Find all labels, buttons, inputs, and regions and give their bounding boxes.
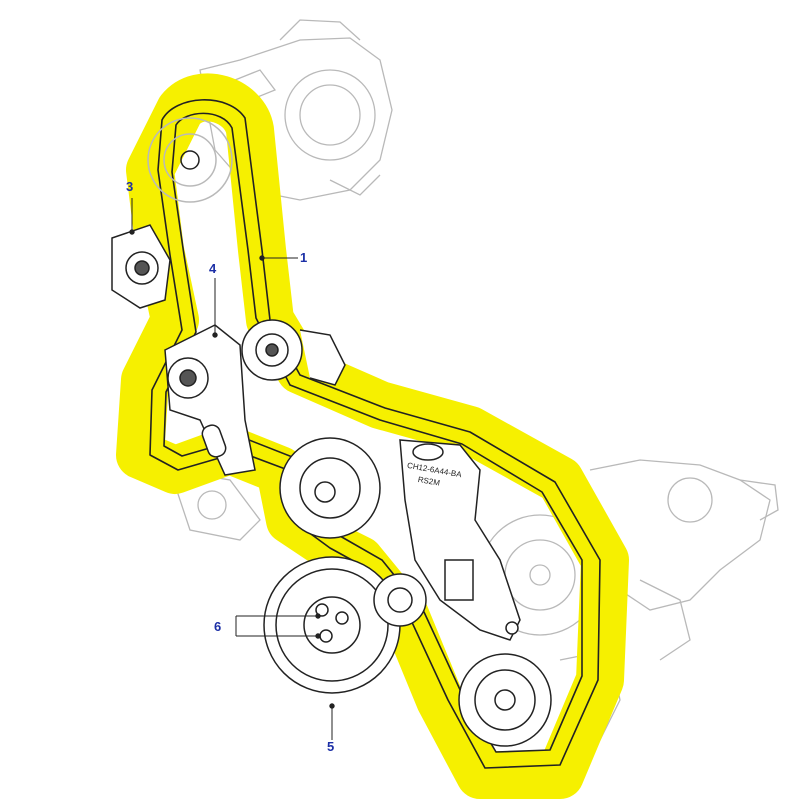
idler-pulley-3 xyxy=(111,224,171,309)
leader-3-dot xyxy=(129,229,135,235)
leader-5-dot xyxy=(329,703,335,709)
callout-5: 5 xyxy=(327,739,335,754)
leader-1-dot xyxy=(259,255,265,261)
mounting-bracket xyxy=(399,439,521,641)
belt-highlight xyxy=(116,73,629,799)
drive-belt xyxy=(149,99,601,769)
leader-6a-dot xyxy=(315,613,321,619)
idler-pulley-upper xyxy=(241,319,346,386)
crankshaft-pulley-5 xyxy=(263,556,401,694)
power-steering-pulley xyxy=(458,653,552,747)
alternator-pulley xyxy=(279,437,381,539)
ac-compressor-pulley xyxy=(147,117,233,203)
callout-1: 1 xyxy=(300,250,308,265)
leader-4-dot xyxy=(212,332,218,338)
callout-6: 6 xyxy=(214,619,222,634)
leader-6b-dot xyxy=(315,633,321,639)
callout-leaders xyxy=(129,198,335,740)
callout-3: 3 xyxy=(126,179,134,194)
lower-idler-pulley xyxy=(373,573,427,627)
callout-4: 4 xyxy=(209,261,217,276)
bracket-stamp-line2: RS2M xyxy=(417,475,441,488)
belt-tensioner-4 xyxy=(164,324,256,476)
